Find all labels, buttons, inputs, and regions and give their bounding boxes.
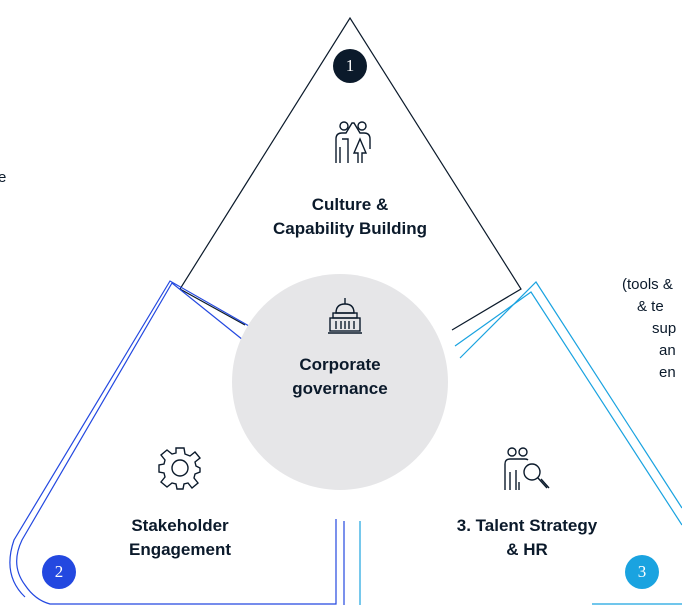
- segment-2-title: Stakeholder Engagement: [128, 516, 232, 559]
- segment-3-inner-edge: [459, 281, 682, 509]
- segment-1-number-badge: 1: [333, 49, 367, 83]
- segment-2-number-badge: 2: [42, 555, 76, 589]
- side-text-line-3: sup: [652, 320, 677, 337]
- center-circle: [232, 274, 448, 490]
- side-text-line-1: (tools &: [622, 276, 673, 293]
- segment-1-outline: [179, 16, 522, 331]
- gear-icon: [158, 447, 201, 490]
- side-text-line-4: an: [659, 342, 676, 359]
- people-search-icon: [504, 447, 550, 490]
- side-text-line-2: & te: [637, 298, 664, 315]
- segment-1-title: Culture & Capability Building: [273, 195, 427, 238]
- segment-3-number-badge: 3: [625, 555, 659, 589]
- left-edge-text: e: [0, 169, 7, 186]
- people-high-five-icon: [335, 121, 371, 163]
- segment-3-outline: [454, 291, 682, 526]
- segment-2-inner-edge: [9, 280, 250, 598]
- center-title: Corporate governance: [292, 355, 388, 398]
- segment-3-title: 3. Talent Strategy & HR: [456, 516, 598, 559]
- segment-2-outline: [16, 282, 337, 605]
- side-text-line-5: en: [659, 364, 676, 381]
- capitol-building-icon: [328, 298, 362, 334]
